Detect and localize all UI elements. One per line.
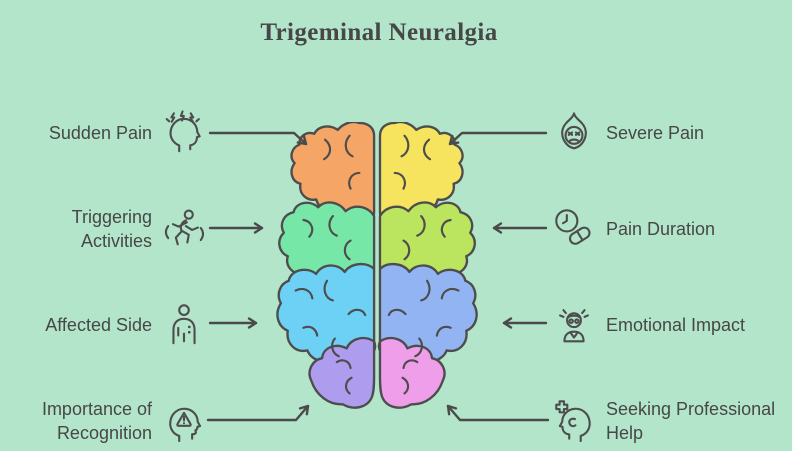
item-label: Importance of Recognition [41, 399, 152, 443]
body-front-icon [172, 304, 196, 345]
running-person-icon [164, 209, 204, 246]
item-affected-side: Affected Side [0, 295, 207, 355]
item-sudden-pain: Sudden Pain [0, 103, 207, 163]
clock-pill-icon [555, 209, 591, 245]
item-seeking-professional-help: Seeking Professional Help [551, 391, 792, 451]
item-label: Seeking Professional Help [606, 399, 776, 443]
item-label: Sudden Pain [48, 123, 152, 143]
item-label: Pain Duration [606, 219, 716, 239]
item-emotional-impact: Emotional Impact [551, 295, 792, 355]
head-medical-cross-icon [555, 400, 591, 443]
item-pain-duration: Pain Duration [551, 199, 792, 259]
burning-face-icon [561, 112, 587, 150]
item-severe-pain: Severe Pain [551, 103, 792, 163]
item-label: Triggering Activities [71, 207, 152, 251]
item-triggering-activities: Triggering Activities [0, 199, 207, 259]
brain-illustration [276, 122, 478, 409]
page-title: Trigeminal Neuralgia [260, 19, 498, 46]
item-label: Affected Side [45, 315, 152, 335]
item-label: Emotional Impact [606, 315, 746, 335]
head-lightning-icon [165, 110, 201, 153]
item-importance-of-recognition: Importance of Recognition [0, 391, 207, 451]
head-alert-icon [169, 407, 202, 443]
stressed-person-icon [559, 309, 589, 343]
left-hemisphere [276, 122, 377, 409]
item-label: Severe Pain [606, 123, 705, 143]
right-hemisphere [377, 122, 478, 409]
